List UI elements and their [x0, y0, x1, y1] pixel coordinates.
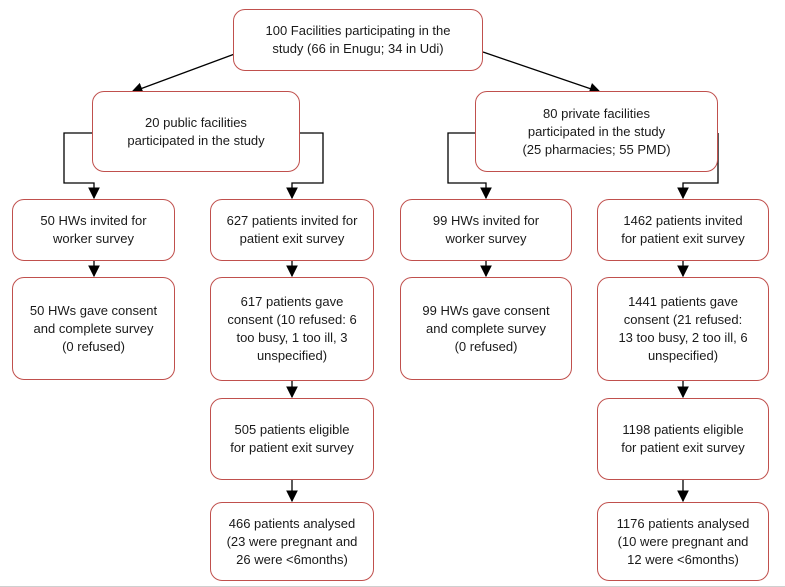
box-prv-pt-analysed: 1176 patients analysed (10 were pregnant…	[597, 502, 769, 581]
box-pub-pt-eligible-text: 505 patients eligible for patient exit s…	[230, 422, 354, 455]
box-prv-hw-consent-text: 99 HWs gave consent and complete survey …	[422, 302, 550, 354]
box-total-facilities: 100 Facilities participating in the stud…	[233, 9, 483, 71]
box-prv-pt-eligible: 1198 patients eligible for patient exit …	[597, 398, 769, 480]
box-prv-pt-consent-text: 1441 patients gave consent (21 refused: …	[618, 294, 748, 363]
box-pub-pt-analysed: 466 patients analysed (23 were pregnant …	[210, 502, 374, 581]
box-pub-hw-invited-text: 50 HWs invited for worker survey	[40, 213, 147, 246]
box-public-facilities: 20 public facilities participated in the…	[92, 91, 300, 172]
box-public-facilities-text: 20 public facilities participated in the…	[127, 114, 265, 148]
box-total-facilities-text: 100 Facilities participating in the stud…	[265, 23, 451, 56]
box-pub-pt-consent: 617 patients gave consent (10 refused: 6…	[210, 277, 374, 381]
arrow-private-to-patients	[677, 133, 719, 200]
box-pub-pt-invited: 627 patients invited for patient exit su…	[210, 199, 374, 261]
arrow-public-to-hw	[63, 132, 100, 200]
box-pub-pt-analysed-text: 466 patients analysed (23 were pregnant …	[226, 515, 358, 567]
arrow-top-to-public	[130, 51, 241, 94]
arrow-private-to-hw	[447, 132, 492, 200]
arrow-top-to-private	[482, 51, 602, 95]
box-prv-pt-analysed-text: 1176 patients analysed (10 were pregnant…	[616, 515, 750, 567]
box-prv-pt-eligible-text: 1198 patients eligible for patient exit …	[621, 422, 745, 455]
box-prv-pt-invited-text: 1462 patients invited for patient exit s…	[621, 213, 745, 246]
box-pub-pt-invited-text: 627 patients invited for patient exit su…	[226, 213, 358, 246]
box-prv-hw-invited-text: 99 HWs invited for worker survey	[432, 213, 540, 246]
box-private-facilities-text: 80 private facilities participated in th…	[522, 105, 671, 157]
box-prv-hw-consent: 99 HWs gave consent and complete survey …	[400, 277, 572, 380]
arrow-public-to-patients	[286, 132, 324, 200]
box-pub-hw-consent: 50 HWs gave consent and complete survey …	[12, 277, 175, 380]
box-pub-hw-consent-text: 50 HWs gave consent and complete survey …	[29, 302, 158, 354]
box-private-facilities: 80 private facilities participated in th…	[475, 91, 718, 172]
box-pub-hw-invited: 50 HWs invited for worker survey	[12, 199, 175, 261]
box-prv-pt-consent: 1441 patients gave consent (21 refused: …	[597, 277, 769, 381]
box-prv-pt-invited: 1462 patients invited for patient exit s…	[597, 199, 769, 261]
box-pub-pt-consent-text: 617 patients gave consent (10 refused: 6…	[227, 294, 357, 363]
box-prv-hw-invited: 99 HWs invited for worker survey	[400, 199, 572, 261]
box-pub-pt-eligible: 505 patients eligible for patient exit s…	[210, 398, 374, 480]
